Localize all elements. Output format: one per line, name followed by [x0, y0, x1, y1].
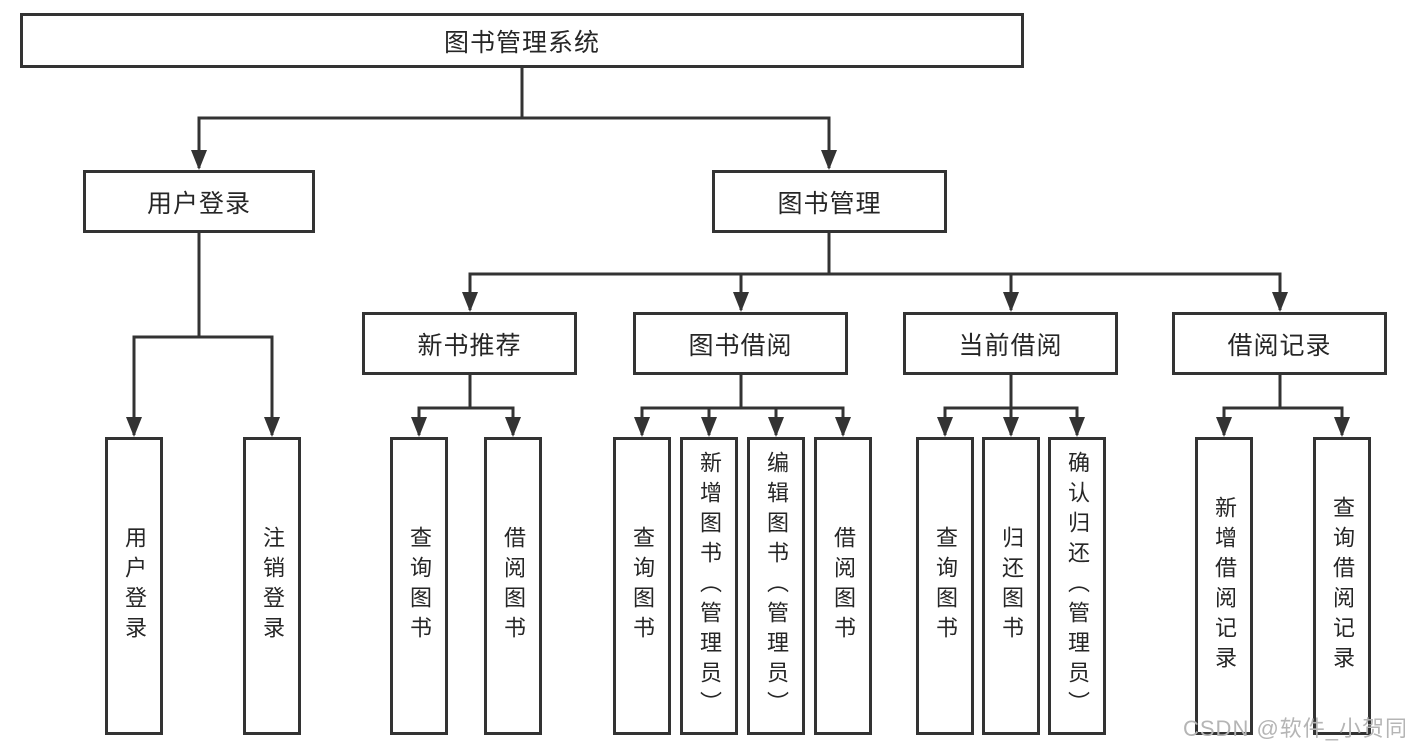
node-label: 用户登录	[122, 526, 147, 646]
node-label: 当前借阅	[958, 331, 1063, 360]
arrow-down-icon	[937, 417, 953, 437]
node-leaf-borrow-books: 借阅图书	[814, 437, 872, 735]
csdn-watermark: CSDN @软件_小贺同学	[1183, 716, 1405, 741]
arrow-down-icon	[634, 417, 650, 437]
node-label: 查询图书	[630, 526, 655, 646]
node-label: 图书借阅	[688, 331, 793, 360]
node-label: 新增图书（管理员）	[697, 451, 722, 721]
node-current-borrow: 当前借阅	[903, 312, 1118, 375]
node-book-borrow: 图书借阅	[633, 312, 848, 375]
node-leaf-edit-books-admin: 编辑图书（管理员）	[747, 437, 805, 735]
node-label: 用户登录	[146, 189, 251, 218]
node-leaf-query-books: 查询图书	[916, 437, 974, 735]
node-leaf-return-books: 归还图书	[982, 437, 1040, 735]
node-label: 归还图书	[999, 526, 1024, 646]
connector-bookborrow-to-leaves	[640, 375, 845, 435]
node-borrow-record: 借阅记录	[1172, 312, 1387, 375]
arrow-down-icon	[411, 417, 427, 437]
node-label: 编辑图书（管理员）	[764, 451, 789, 721]
node-label: 借阅图书	[831, 526, 856, 646]
connector-newbookrec-to-leaves	[417, 375, 515, 435]
node-leaf-query-borrow-record: 查询借阅记录	[1313, 437, 1371, 735]
node-library-management-system: 图书管理系统	[20, 13, 1024, 68]
arrow-down-icon	[1272, 292, 1288, 312]
node-leaf-logout: 注销登录	[243, 437, 301, 735]
arrow-down-icon	[701, 417, 717, 437]
arrow-down-icon	[1003, 417, 1019, 437]
node-label: 注销登录	[260, 526, 285, 646]
arrow-down-icon	[462, 292, 478, 312]
arrow-down-icon	[733, 292, 749, 312]
arrow-down-icon	[835, 417, 851, 437]
node-leaf-user-login: 用户登录	[105, 437, 163, 735]
arrow-down-icon	[1334, 417, 1350, 437]
arrow-down-icon	[505, 417, 521, 437]
node-leaf-query-books: 查询图书	[613, 437, 671, 735]
node-user-login: 用户登录	[83, 170, 315, 233]
node-leaf-add-borrow-record: 新增借阅记录	[1195, 437, 1253, 735]
node-leaf-query-books: 查询图书	[390, 437, 448, 735]
arrow-down-icon	[1003, 292, 1019, 312]
connector-borrowrecord-to-leaves	[1222, 375, 1344, 435]
connector-bookmgmt-to-level3	[468, 233, 1282, 310]
node-label: 借阅记录	[1227, 331, 1332, 360]
node-label: 新书推荐	[417, 331, 522, 360]
arrow-down-icon	[1069, 417, 1085, 437]
arrow-down-icon	[191, 150, 207, 170]
node-label: 查询图书	[933, 526, 958, 646]
node-new-book-recommend: 新书推荐	[362, 312, 577, 375]
node-label: 借阅图书	[501, 526, 526, 646]
arrow-down-icon	[821, 150, 837, 170]
arrow-down-icon	[126, 417, 142, 437]
node-label: 新增借阅记录	[1212, 496, 1237, 676]
connector-root-to-level2	[197, 68, 831, 168]
arrow-down-icon	[264, 417, 280, 437]
node-label: 查询图书	[407, 526, 432, 646]
node-label: 图书管理系统	[443, 28, 600, 57]
node-label: 查询借阅记录	[1330, 496, 1355, 676]
node-leaf-borrow-books: 借阅图书	[484, 437, 542, 735]
node-book-management: 图书管理	[712, 170, 947, 233]
arrow-down-icon	[768, 417, 784, 437]
node-leaf-add-books-admin: 新增图书（管理员）	[680, 437, 738, 735]
connector-userlogin-to-leaves	[132, 233, 274, 435]
arrow-down-icon	[1216, 417, 1232, 437]
node-label: 确认归还（管理员）	[1065, 451, 1090, 721]
node-label: 图书管理	[777, 189, 882, 218]
node-leaf-confirm-return-admin: 确认归还（管理员）	[1048, 437, 1106, 735]
